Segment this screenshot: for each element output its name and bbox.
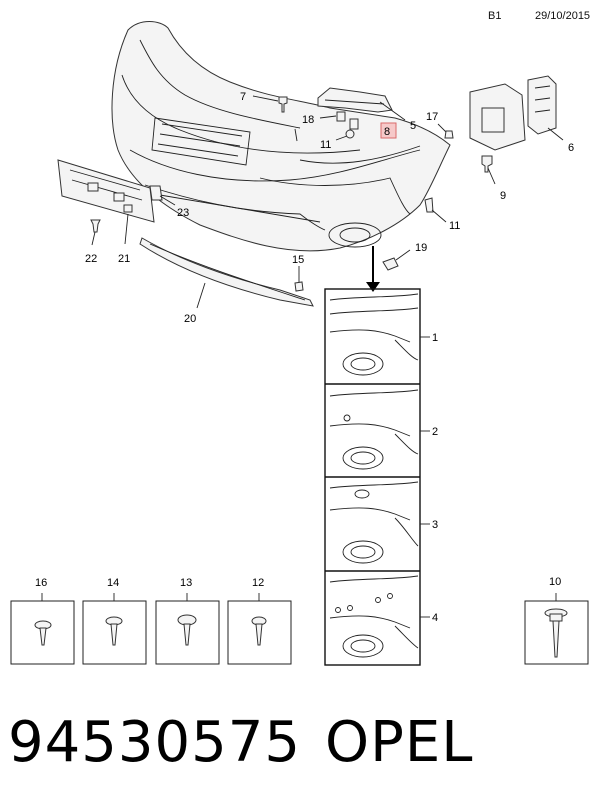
callout-5: 5 [410,120,416,132]
variants-panel [324,288,430,666]
part-number: 94530575 [8,710,302,775]
date-stamp: 29/10/2015 [535,10,591,22]
callout-22: 22 [85,253,97,265]
clip-11-right [424,197,447,223]
fastener-box-12 [227,593,292,665]
variant-4 [329,575,419,658]
fastener-box-10 [524,593,589,665]
leader-11a [294,128,298,142]
callout-12: 12 [252,577,264,589]
screw-22 [90,219,101,246]
callout-2: 2 [432,426,438,438]
callout-7: 7 [240,91,246,103]
callout-19: 19 [415,242,427,254]
callout-16: 16 [35,577,47,589]
highlight-marker-8 [380,122,397,139]
lower-strip-20 [139,237,314,309]
callout-1: 1 [432,332,438,344]
variant-2 [329,389,419,470]
callout-11b: 11 [449,220,460,232]
license-plate-bracket [57,159,176,245]
callout-18: 18 [302,114,314,126]
page-code: B1 [488,10,502,22]
variant-arrow [366,246,380,292]
variant-3 [329,481,419,564]
fastener-box-16 [10,593,75,665]
callout-15: 15 [292,254,304,266]
clip-15 [294,266,304,292]
callout-13: 13 [180,577,192,589]
bolt-9 [481,155,496,185]
bolt-7 [252,95,288,113]
callout-10: 10 [549,576,561,588]
callout-21: 21 [118,253,130,265]
callout-11a: 11 [320,139,331,151]
clip-17 [437,123,454,139]
callout-14: 14 [107,577,119,589]
clip-19 [382,249,411,271]
callout-9: 9 [500,190,506,202]
bracket-part-5 [317,87,406,121]
callout-20: 20 [184,313,196,325]
tow-bracket-6 [469,75,564,151]
brand-name: OPEL [325,710,474,775]
clip-parts-18-11 [319,111,359,141]
callout-17: 17 [426,111,438,123]
fastener-box-13 [155,593,220,665]
callout-3: 3 [432,519,438,531]
callout-4: 4 [432,612,438,624]
front-bumper-cover [111,21,451,252]
variant-1 [329,293,419,376]
fastener-box-14 [82,593,147,665]
callout-6: 6 [568,142,574,154]
callout-23: 23 [177,207,189,219]
callout-8: 8 [384,126,390,138]
